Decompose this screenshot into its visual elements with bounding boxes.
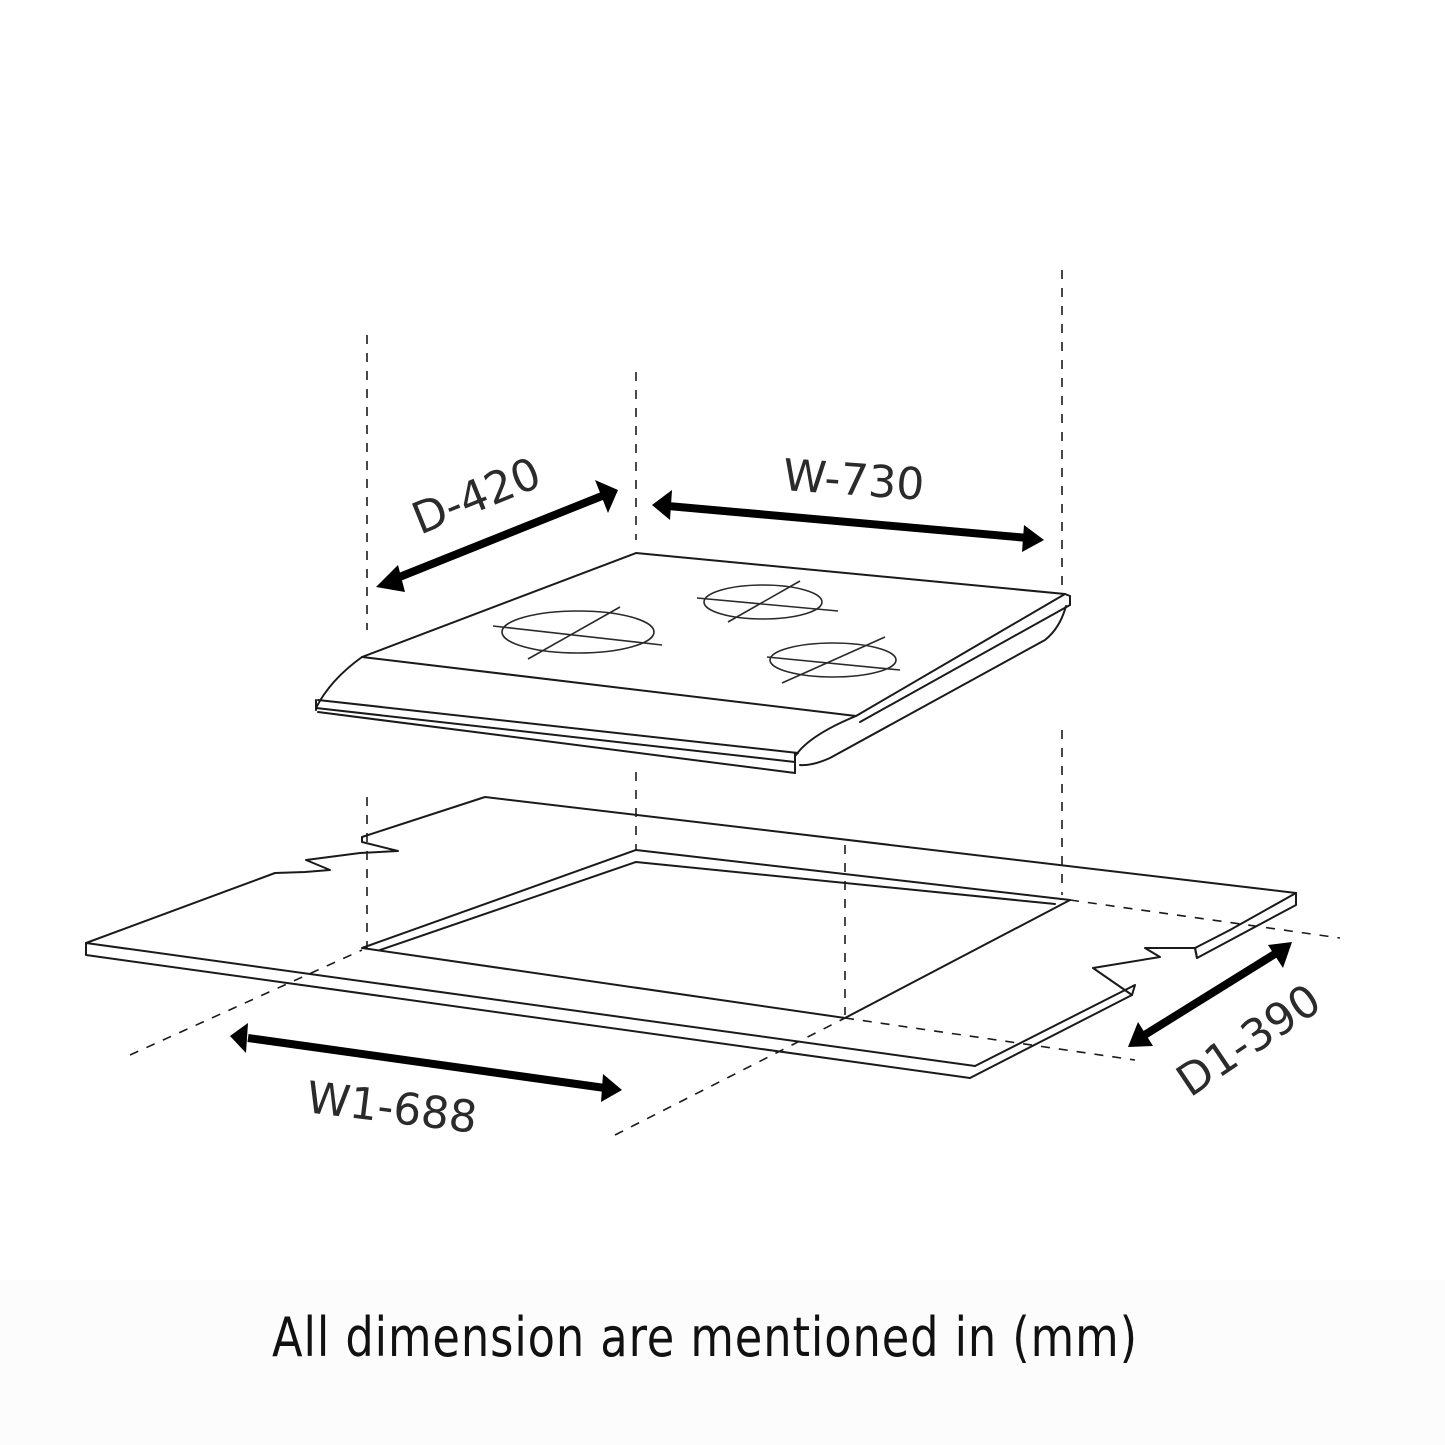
burner-right: [766, 636, 901, 684]
arrowhead-icon: [1268, 942, 1292, 968]
arrowhead-icon: [1128, 1022, 1153, 1047]
arrowhead-icon: [376, 565, 405, 592]
arrowhead-icon: [595, 480, 618, 513]
arrowhead-icon: [601, 1074, 622, 1102]
dimension-hob-width: W-730: [652, 450, 1044, 552]
burner-left: [492, 606, 663, 660]
dimension-hob-depth: D-420: [376, 448, 618, 592]
burner-back: [696, 580, 839, 623]
label-hob-depth: D-420: [405, 448, 548, 545]
arrowhead-icon: [652, 490, 672, 520]
label-cutout-width: W1-688: [304, 1072, 480, 1144]
hob: [315, 552, 1071, 774]
label-hob-width: W-730: [781, 450, 926, 511]
dimension-cutout-width: W1-688: [230, 1023, 622, 1144]
label-cutout-depth: D1-390: [1168, 974, 1331, 1107]
units-note: All dimension are mentioned in (mm): [272, 1306, 1138, 1369]
arrowhead-icon: [230, 1023, 248, 1053]
arrowhead-icon: [1022, 525, 1044, 552]
countertop: [85, 796, 1297, 1079]
dimension-cutout-depth: D1-390: [1128, 942, 1330, 1107]
footer-band: [0, 1280, 1445, 1445]
projection-guides: [129, 270, 1341, 1136]
